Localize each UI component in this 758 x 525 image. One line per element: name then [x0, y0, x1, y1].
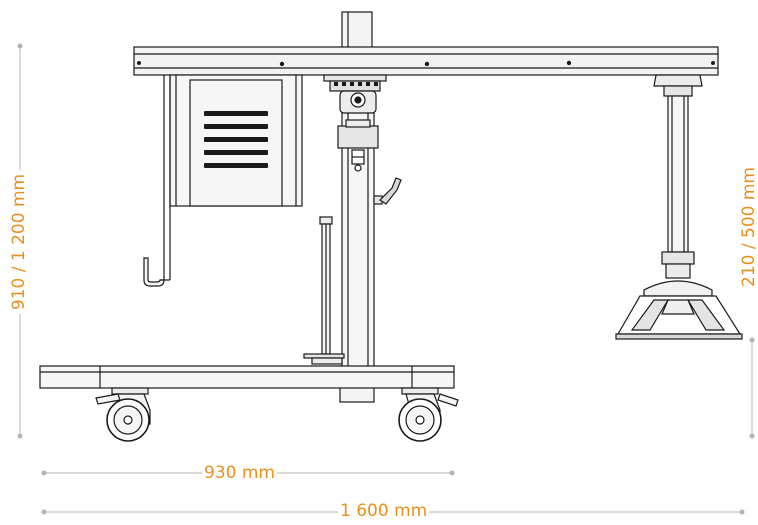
swivel-pin	[354, 96, 362, 104]
width-930-dimension-label: 930 mm	[202, 463, 277, 483]
tooth	[366, 82, 370, 86]
vent-slot	[204, 137, 268, 142]
arm-mount	[653, 74, 703, 87]
tooth	[374, 82, 378, 86]
caster-mount	[401, 387, 439, 395]
top-mast	[341, 11, 373, 49]
right-caster-wheel	[398, 387, 459, 442]
valve-cap	[354, 164, 362, 172]
bolt	[711, 61, 715, 65]
dim-dot	[749, 337, 755, 343]
bolt	[424, 61, 430, 67]
vent-slots	[204, 111, 268, 168]
bracket-teeth	[334, 82, 378, 86]
dim-dot	[739, 509, 745, 515]
top-bracket	[323, 74, 387, 82]
wheel-hub	[123, 415, 133, 425]
clamp-top	[345, 119, 371, 128]
bolt	[137, 61, 141, 65]
caster-mount	[111, 387, 149, 395]
dimension-lines	[17, 43, 755, 515]
lever	[379, 177, 402, 205]
bolt	[566, 60, 572, 66]
post-foot	[303, 353, 345, 359]
arm-joint-lower	[665, 263, 691, 279]
height-left-dimension-label: 910 / 1 200 mm	[9, 170, 29, 314]
arm-joint	[661, 251, 695, 265]
suction-cup-arm	[615, 74, 743, 340]
suction-cup-inner	[630, 299, 670, 331]
suction-dome	[643, 280, 713, 297]
arm-tube	[667, 95, 689, 253]
height-right-dimension-label: 210 / 500 mm	[739, 160, 758, 294]
tooth	[358, 82, 362, 86]
suction-cup-inner	[686, 299, 726, 331]
suction-cup-center	[661, 299, 695, 315]
vent-slot	[204, 111, 268, 116]
dim-dot	[17, 43, 23, 49]
arm-collar	[663, 85, 693, 97]
tooth	[334, 82, 338, 86]
brake-pedal	[437, 393, 459, 407]
hook	[143, 257, 165, 287]
wheel-hub	[415, 415, 425, 425]
horizontal-beam	[133, 46, 719, 76]
machine	[39, 11, 743, 442]
tooth	[350, 82, 354, 86]
vent-slot	[204, 124, 268, 129]
hydraulic-post	[303, 216, 345, 365]
left-caster-wheel	[95, 387, 151, 442]
dim-dot	[41, 470, 47, 476]
vent-slot	[204, 163, 268, 168]
bolt	[279, 61, 285, 67]
dim-dot	[17, 433, 23, 439]
chassis-frame	[39, 365, 455, 389]
chassis	[39, 365, 455, 389]
central-column	[319, 74, 402, 403]
cw-inner	[189, 79, 283, 207]
counterweight-box	[143, 74, 303, 287]
width-1600-dimension-label: 1 600 mm	[338, 501, 430, 521]
vent-slot	[204, 150, 268, 155]
dim-dot	[449, 470, 455, 476]
post-cap	[319, 216, 333, 225]
post-base	[311, 357, 343, 365]
suction-lip	[615, 333, 743, 340]
dim-dot	[749, 433, 755, 439]
clamp-block	[337, 125, 379, 149]
dim-dot	[41, 509, 47, 515]
beam-bolts	[137, 60, 715, 67]
tooth	[342, 82, 346, 86]
